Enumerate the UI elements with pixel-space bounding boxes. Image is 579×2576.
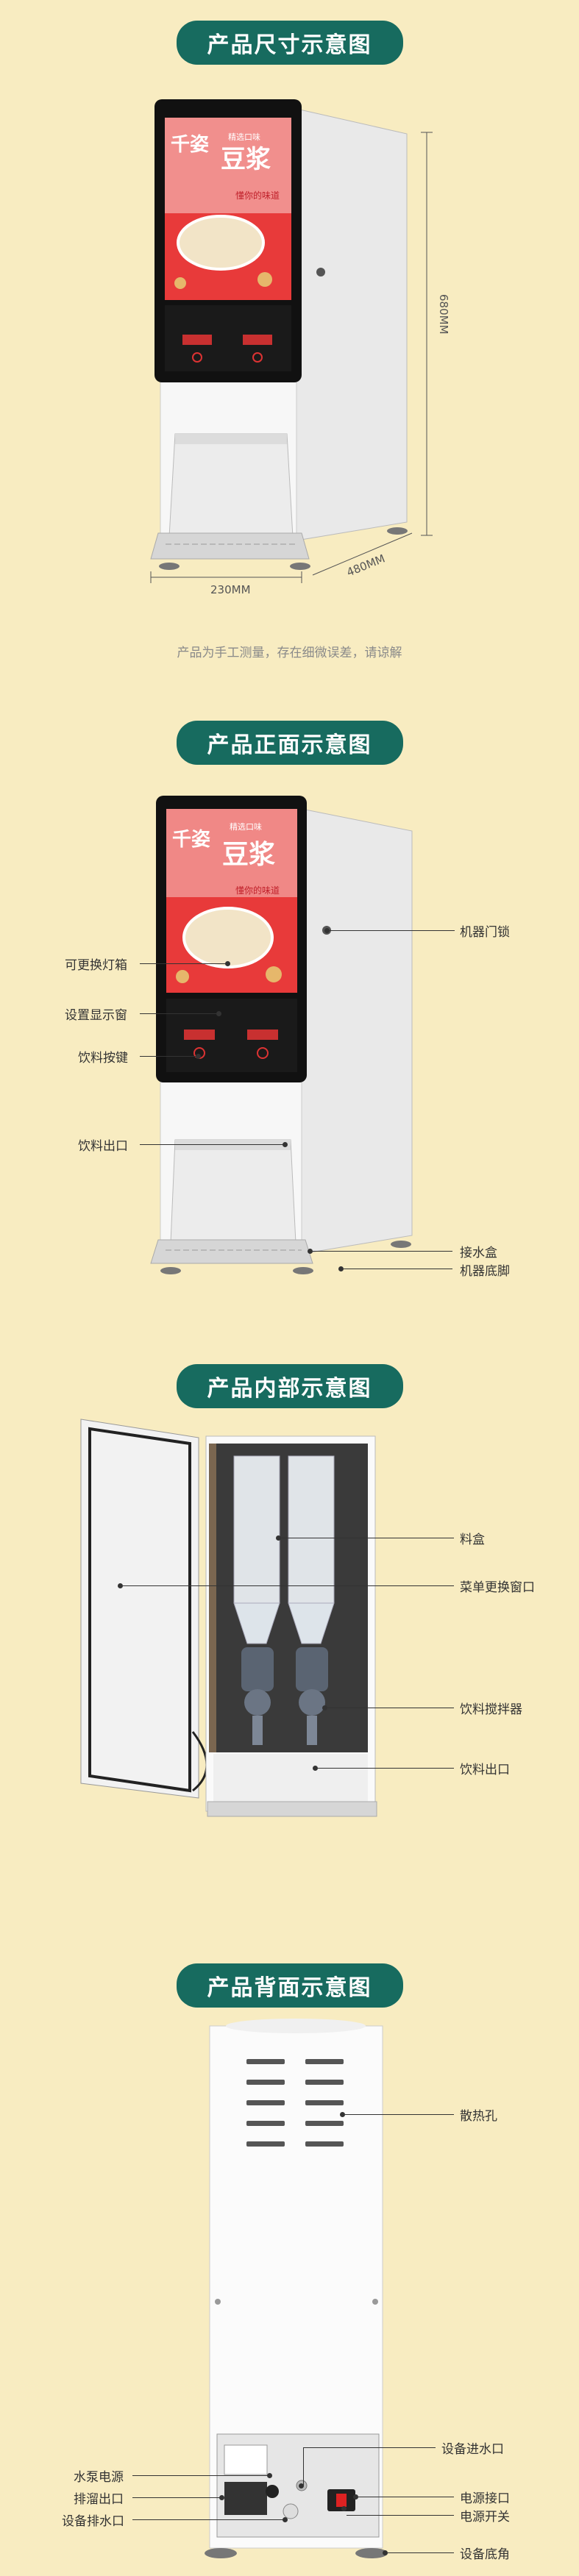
back-section-title: 产品背面示意图 — [176, 1963, 403, 2008]
height-dimension: 680MM — [437, 294, 450, 335]
label-pump-power: 水泵电源 — [74, 2470, 124, 2485]
label-lock: 机器门锁 — [460, 925, 510, 940]
back-machine-illustration — [205, 2019, 388, 2558]
size-section: 产品尺寸示意图 — [0, 0, 579, 662]
label-canister: 料盒 — [460, 1533, 485, 1547]
label-lightbox: 可更换灯箱 — [65, 958, 127, 973]
label-drain: 设备排水口 — [62, 2514, 124, 2529]
screen-brand: 千姿 — [172, 829, 210, 851]
label-overflow: 排溜出口 — [74, 2492, 124, 2507]
front-section: 产品正面示意图 千姿豆浆 精选口味懂你的味道 可更换灯箱 设置显示窗 饮料按键 饮… — [0, 713, 579, 1287]
label-power-port: 电源接口 — [460, 2491, 510, 2506]
label-water-in: 设备进水口 — [441, 2442, 504, 2457]
inside-section-title: 产品内部示意图 — [176, 1364, 403, 1408]
label-vents: 散热孔 — [460, 2109, 497, 2124]
label-button: 饮料按键 — [78, 1051, 128, 1066]
label-menu-window: 菜单更换窗口 — [460, 1580, 535, 1595]
label-power-switch: 电源开关 — [460, 2510, 510, 2525]
front-section-title: 产品正面示意图 — [176, 721, 403, 765]
screen-product-name: 豆浆 — [222, 840, 275, 870]
screen-badge: 精选口味 — [230, 822, 262, 832]
label-feet: 机器底脚 — [460, 1264, 510, 1279]
label-tray: 接水盒 — [460, 1246, 497, 1260]
screen-tagline: 懂你的味道 — [235, 885, 280, 896]
label-outlet: 饮料出口 — [78, 1139, 128, 1154]
width-dimension: 230MM — [210, 583, 251, 596]
label-mixer: 饮料搅拌器 — [460, 1702, 522, 1717]
front-machine-illustration: 千姿豆浆 精选口味懂你的味道 — [150, 796, 413, 1274]
inside-section: 产品内部示意图 料盒 菜单更换窗口 饮料搅拌器 饮料出口 — [0, 1357, 579, 1945]
inside-machine-illustration — [80, 1419, 377, 1817]
back-section: 产品背面示意图 散热孔 设备进水口 水泵电源 排溜出口 — [0, 1956, 579, 2576]
size-section-title: 产品尺寸示意图 — [176, 21, 403, 65]
size-machine-illustration: 千姿豆浆 精选口味懂你的味道 — [150, 99, 433, 583]
screen-brand: 千姿 — [171, 134, 209, 156]
label-inside-outlet: 饮料出口 — [460, 1763, 510, 1777]
screen-badge: 精选口味 — [228, 132, 260, 142]
screen-product-name: 豆浆 — [221, 145, 271, 174]
label-back-feet: 设备底角 — [460, 2547, 510, 2562]
measurement-note: 产品为手工测量，存在细微误差，请谅解 — [177, 646, 402, 660]
label-display: 设置显示窗 — [65, 1008, 127, 1023]
screen-tagline: 懂你的味道 — [235, 190, 280, 201]
